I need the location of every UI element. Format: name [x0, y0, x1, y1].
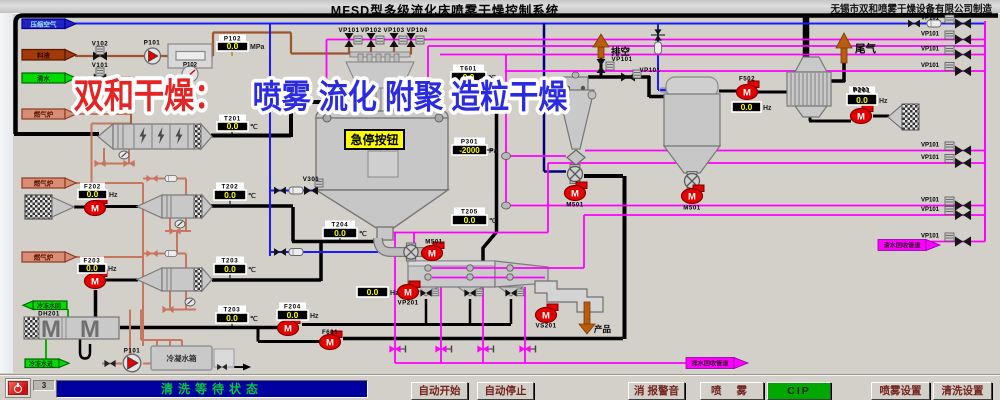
svg-text:冷冻水进: 冷冻水进 [29, 360, 53, 368]
svg-text:VP101: VP101 [921, 143, 940, 149]
svg-text:Pa: Pa [489, 148, 498, 155]
svg-text:T202: T202 [222, 184, 239, 191]
svg-text:P101: P101 [124, 348, 141, 355]
svg-text:T205: T205 [461, 209, 478, 216]
svg-text:F203: F203 [84, 258, 101, 265]
svg-text:VP101: VP101 [921, 63, 940, 69]
svg-text:VP101: VP101 [338, 27, 359, 34]
svg-text:0.0: 0.0 [87, 189, 99, 199]
svg-text:燃气炉: 燃气炉 [34, 110, 54, 119]
svg-text:T201: T201 [224, 116, 241, 123]
svg-text:P301: P301 [461, 139, 478, 146]
svg-text:℃: ℃ [248, 192, 256, 200]
svg-text:M: M [41, 316, 61, 343]
svg-text:℃: ℃ [488, 74, 496, 82]
svg-text:M501: M501 [425, 239, 443, 246]
svg-text:Hz: Hz [109, 192, 118, 199]
svg-text:VP101: VP101 [921, 155, 940, 161]
svg-text:冷冻水回: 冷冻水回 [37, 302, 61, 310]
svg-text:0.0: 0.0 [856, 95, 868, 105]
svg-text:0.0: 0.0 [224, 264, 236, 274]
svg-text:M501: M501 [683, 205, 701, 212]
svg-text:VP101: VP101 [921, 47, 940, 53]
svg-text:Hz: Hz [879, 98, 888, 105]
svg-text:VP201: VP201 [397, 300, 418, 307]
svg-text:M501: M501 [566, 202, 584, 209]
svg-text:P102: P102 [224, 36, 241, 43]
svg-text:0.0: 0.0 [287, 310, 299, 320]
svg-text:F204: F204 [284, 304, 301, 311]
svg-text:M: M [80, 316, 100, 343]
svg-text:0.0: 0.0 [334, 228, 346, 238]
svg-text:VS201: VS201 [535, 323, 556, 330]
svg-text:P201: P201 [853, 88, 870, 95]
svg-text:T204: T204 [332, 222, 349, 229]
svg-text:清水回收管道: 清水回收管道 [883, 242, 921, 250]
svg-text:MPa: MPa [250, 44, 265, 51]
svg-text:VP101: VP101 [611, 56, 632, 63]
svg-text:Hz: Hz [390, 290, 399, 297]
svg-text:VP103: VP103 [383, 27, 404, 34]
svg-text:T203: T203 [222, 258, 239, 265]
svg-text:VP104: VP104 [406, 27, 427, 34]
svg-text:0.0: 0.0 [741, 102, 753, 112]
svg-text:VP102: VP102 [360, 27, 381, 34]
svg-text:℃: ℃ [489, 217, 497, 225]
svg-text:料液: 料液 [37, 51, 51, 60]
svg-text:T601: T601 [460, 66, 477, 73]
svg-text:排空: 排空 [611, 46, 631, 58]
svg-text:0.0: 0.0 [464, 215, 476, 225]
svg-text:产品: 产品 [594, 324, 612, 334]
svg-text:双和干燥：: 双和干燥： [74, 76, 224, 116]
svg-text:Hz: Hz [310, 313, 319, 320]
svg-text:VP101: VP101 [921, 234, 940, 240]
svg-text:VP101: VP101 [639, 67, 660, 74]
svg-text:V301: V301 [303, 176, 320, 183]
svg-text:℃: ℃ [250, 123, 258, 131]
svg-text:Hz: Hz [763, 105, 772, 112]
svg-text:VP101: VP101 [921, 16, 940, 22]
svg-text:排水回收管道: 排水回收管道 [691, 360, 729, 368]
svg-text:0.0: 0.0 [463, 72, 475, 82]
svg-text:VP101: VP101 [921, 32, 940, 38]
svg-text:急停按钮: 急停按钮 [350, 132, 398, 147]
svg-text:清水: 清水 [37, 74, 51, 83]
svg-text:冷凝水箱: 冷凝水箱 [167, 353, 197, 363]
svg-text:P102: P102 [183, 63, 198, 69]
svg-text:P101: P101 [144, 40, 161, 47]
svg-text:℃: ℃ [250, 315, 258, 323]
svg-text:F502: F502 [739, 76, 755, 83]
svg-text:0.0: 0.0 [224, 190, 236, 200]
svg-text:F202: F202 [84, 184, 101, 191]
svg-text:燃气炉: 燃气炉 [34, 179, 54, 188]
svg-text:P201: P201 [853, 87, 870, 94]
svg-text:V102: V102 [92, 41, 109, 48]
svg-text:VP101: VP101 [921, 207, 940, 213]
svg-text:0.0: 0.0 [227, 121, 239, 131]
svg-text:尾气: 尾气 [855, 42, 876, 55]
svg-text:喷雾 流化 附聚 造粒干燥: 喷雾 流化 附聚 造粒干燥 [253, 78, 568, 115]
svg-text:0.0: 0.0 [226, 313, 238, 323]
svg-text:0.0: 0.0 [367, 287, 379, 297]
svg-text:F601: F601 [322, 329, 338, 336]
svg-text:DH201: DH201 [38, 311, 60, 318]
svg-text:双和干燥：: 双和干燥： [74, 76, 224, 116]
svg-text:0.0: 0.0 [227, 41, 239, 51]
svg-text:℃: ℃ [359, 230, 367, 238]
svg-text:V101: V101 [92, 62, 109, 69]
svg-text:T203: T203 [224, 307, 241, 314]
svg-text:℃: ℃ [248, 266, 256, 274]
svg-text:压缩空气: 压缩空气 [31, 19, 58, 28]
svg-text:喷雾 流化 附聚 造粒干燥: 喷雾 流化 附聚 造粒干燥 [253, 78, 568, 115]
svg-text:燃气炉: 燃气炉 [34, 253, 54, 262]
svg-text:0.0: 0.0 [86, 263, 98, 273]
svg-text:VP101: VP101 [921, 198, 940, 204]
svg-text:-2000: -2000 [459, 146, 480, 155]
svg-text:Hz: Hz [108, 266, 117, 273]
